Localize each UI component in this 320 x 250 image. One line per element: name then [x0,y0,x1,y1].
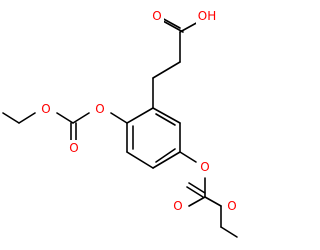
bonds [2,16,238,238]
carboxyl-double-bond [162,20,184,33]
ethyl-bond [18,112,36,124]
carbonyl-oxygen-upper-label: O [69,141,78,155]
ester-oxygen-upper-label: O [41,102,50,116]
aryl-oxygen-bond [179,151,197,163]
ring-double-bond-inner [155,148,176,163]
ring-bond [126,107,154,124]
ring-bond [126,151,154,169]
carbonate-bond [72,112,90,124]
carbonate-double-bond [188,182,206,194]
carbonate-double-bond [186,186,204,198]
carbonate-bond [188,196,206,207]
chemical-structure-diagram: O OH O O O O O O [2,8,239,238]
atom-labels: O OH O O O O O O [39,8,239,214]
hydroxyl-label: OH [198,9,216,23]
ring-oxygen-lower-label: O [200,160,209,174]
carbonate-bond [56,112,74,124]
ethyl-bond [220,226,238,238]
ester-oxygen-lower-label: O [227,199,236,213]
ring-oxygen-upper-label: O [95,102,104,116]
carbonyl-oxygen-lower-label: O [173,199,182,213]
aryl-oxygen-bond [110,112,128,124]
carboxyl-carbonyl-oxygen-label: O [152,9,161,23]
ring-bond [152,107,181,124]
carbonate-bond [204,196,222,207]
ethyl-bond [2,112,20,124]
ring-bond [152,151,181,169]
chain-bond [152,61,181,79]
ring-double-bond-inner [155,113,176,126]
